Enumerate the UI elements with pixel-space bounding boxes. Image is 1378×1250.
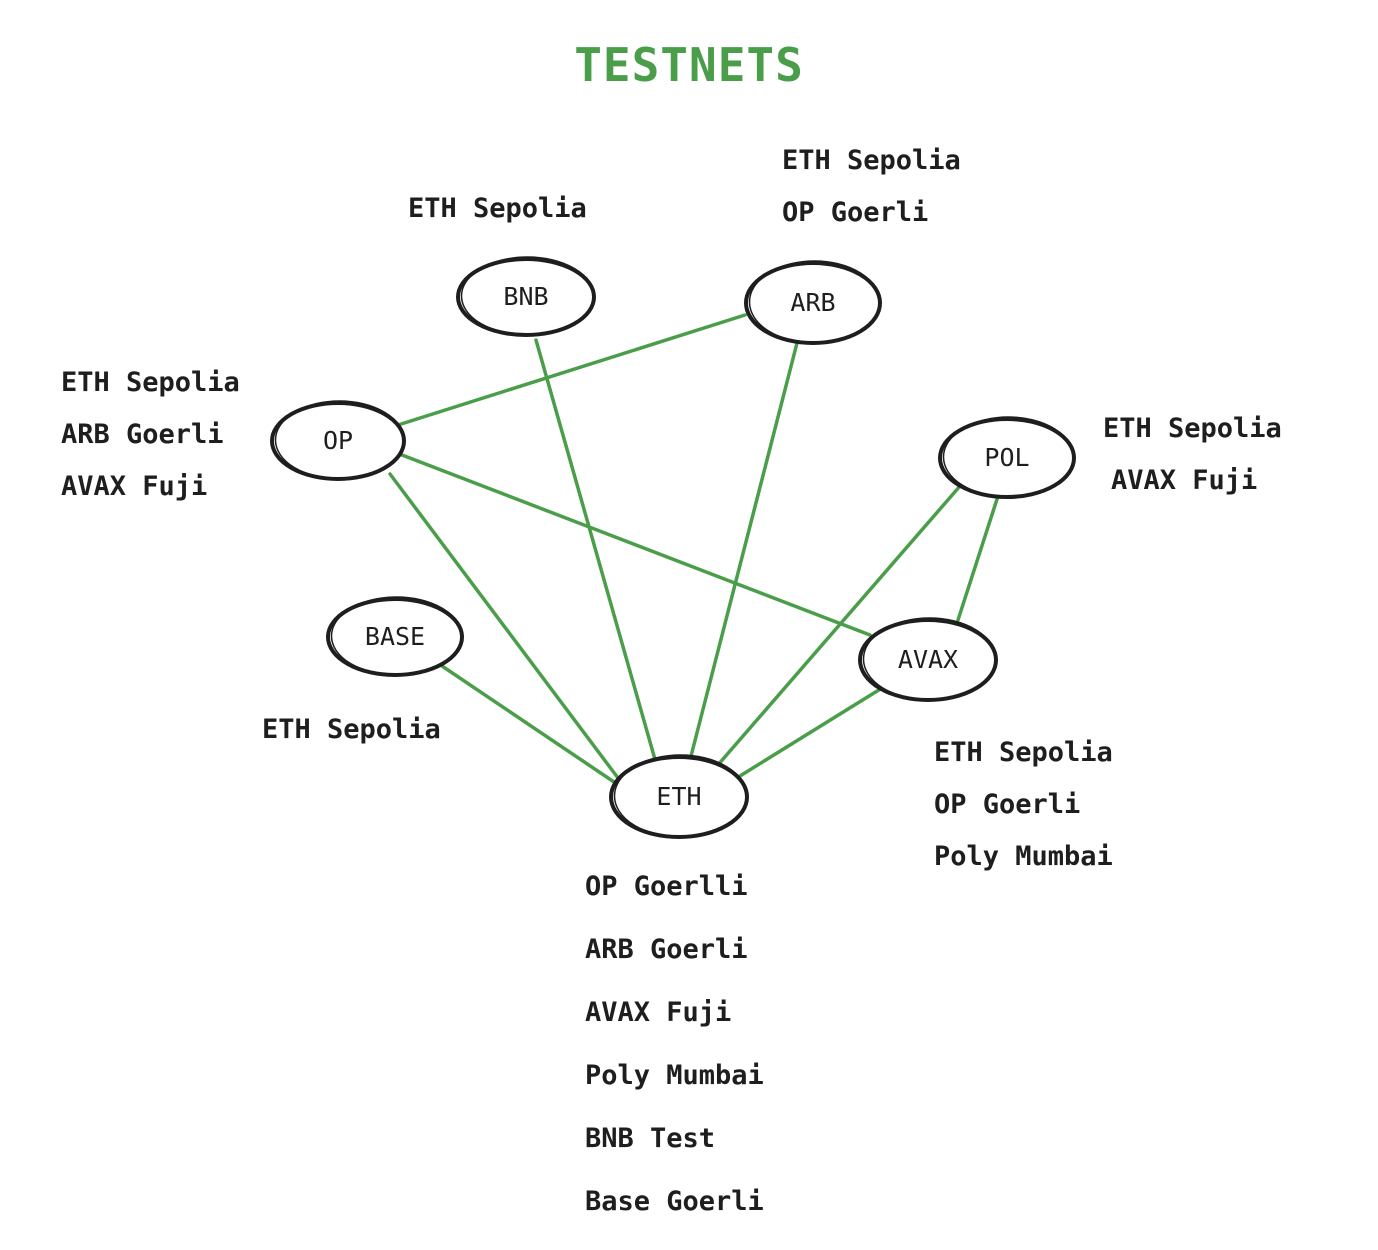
- edge-bnb-eth: [534, 338, 658, 765]
- note-eth-item: OP Goerlli: [585, 871, 748, 902]
- node-outline-sketch: [330, 596, 463, 676]
- node-outline-sketch: [460, 256, 595, 336]
- note-op-item: AVAX Fuji: [61, 471, 208, 502]
- node-outline-sketch: [748, 260, 881, 344]
- node-eth: [609, 754, 749, 839]
- note-pol-item: ETH Sepolia: [1103, 413, 1282, 444]
- note-arb: ETH Sepolia OP Goerli: [782, 135, 961, 239]
- edge-op-avax: [400, 453, 872, 637]
- node-base: [326, 596, 464, 677]
- edge-avax-eth: [738, 686, 884, 778]
- note-eth-item: Base Goerli: [585, 1186, 764, 1217]
- node-label-pol: POL: [984, 443, 1030, 472]
- note-base-item: ETH Sepolia: [262, 714, 441, 745]
- edge-pol-eth: [715, 484, 962, 768]
- note-avax-item: ETH Sepolia: [934, 737, 1113, 768]
- note-eth-item: AVAX Fuji: [585, 997, 732, 1028]
- node-outline-sketch: [942, 416, 1075, 498]
- note-eth: OP Goerlli ARB Goerli AVAX Fuji Poly Mum…: [585, 855, 764, 1233]
- node-pol: [938, 416, 1076, 499]
- node-avax: [858, 617, 998, 702]
- note-eth-item: Poly Mumbai: [585, 1060, 764, 1091]
- edge-op-eth: [388, 472, 620, 780]
- note-base: ETH Sepolia: [262, 704, 441, 756]
- node-label-op: OP: [322, 426, 354, 455]
- node-bnb: [456, 256, 596, 337]
- note-op: ETH Sepolia ARB Goerli AVAX Fuji: [61, 357, 240, 513]
- node-label-eth: ETH: [656, 782, 702, 811]
- note-arb-item: ETH Sepolia: [782, 145, 961, 176]
- nodes: [270, 256, 1076, 839]
- note-op-item: ARB Goerli: [61, 419, 224, 450]
- node-outline-sketch: [613, 754, 748, 838]
- node-label-base: BASE: [364, 622, 426, 651]
- note-pol-item: AVAX Fuji: [1111, 465, 1258, 496]
- node-label-avax: AVAX: [897, 645, 959, 674]
- note-op-item: ETH Sepolia: [61, 367, 240, 398]
- edge-op-arb: [396, 313, 747, 427]
- edge-pol-avax: [956, 491, 1001, 622]
- node-arb: [744, 260, 882, 345]
- edge-arb-eth: [688, 341, 799, 762]
- note-pol: ETH Sepolia AVAX Fuji: [1103, 403, 1282, 507]
- note-avax-item: OP Goerli: [934, 789, 1081, 820]
- node-label-arb: ARB: [790, 288, 836, 317]
- edge-base-eth: [440, 664, 619, 786]
- node-op: [270, 400, 406, 481]
- node-outline-sketch: [862, 617, 997, 701]
- note-bnb-item: ETH Sepolia: [408, 193, 587, 224]
- note-avax-item: Poly Mumbai: [934, 841, 1113, 872]
- edges: [388, 313, 1001, 786]
- node-label-bnb: BNB: [503, 282, 549, 311]
- note-arb-item: OP Goerli: [782, 197, 929, 228]
- note-eth-item: BNB Test: [585, 1123, 716, 1154]
- node-outline-sketch: [274, 400, 405, 480]
- note-bnb: ETH Sepolia: [408, 183, 587, 235]
- note-avax: ETH Sepolia OP Goerli Poly Mumbai: [934, 727, 1113, 883]
- diagram-title: TESTNETS: [574, 38, 804, 92]
- note-eth-item: ARB Goerli: [585, 934, 748, 965]
